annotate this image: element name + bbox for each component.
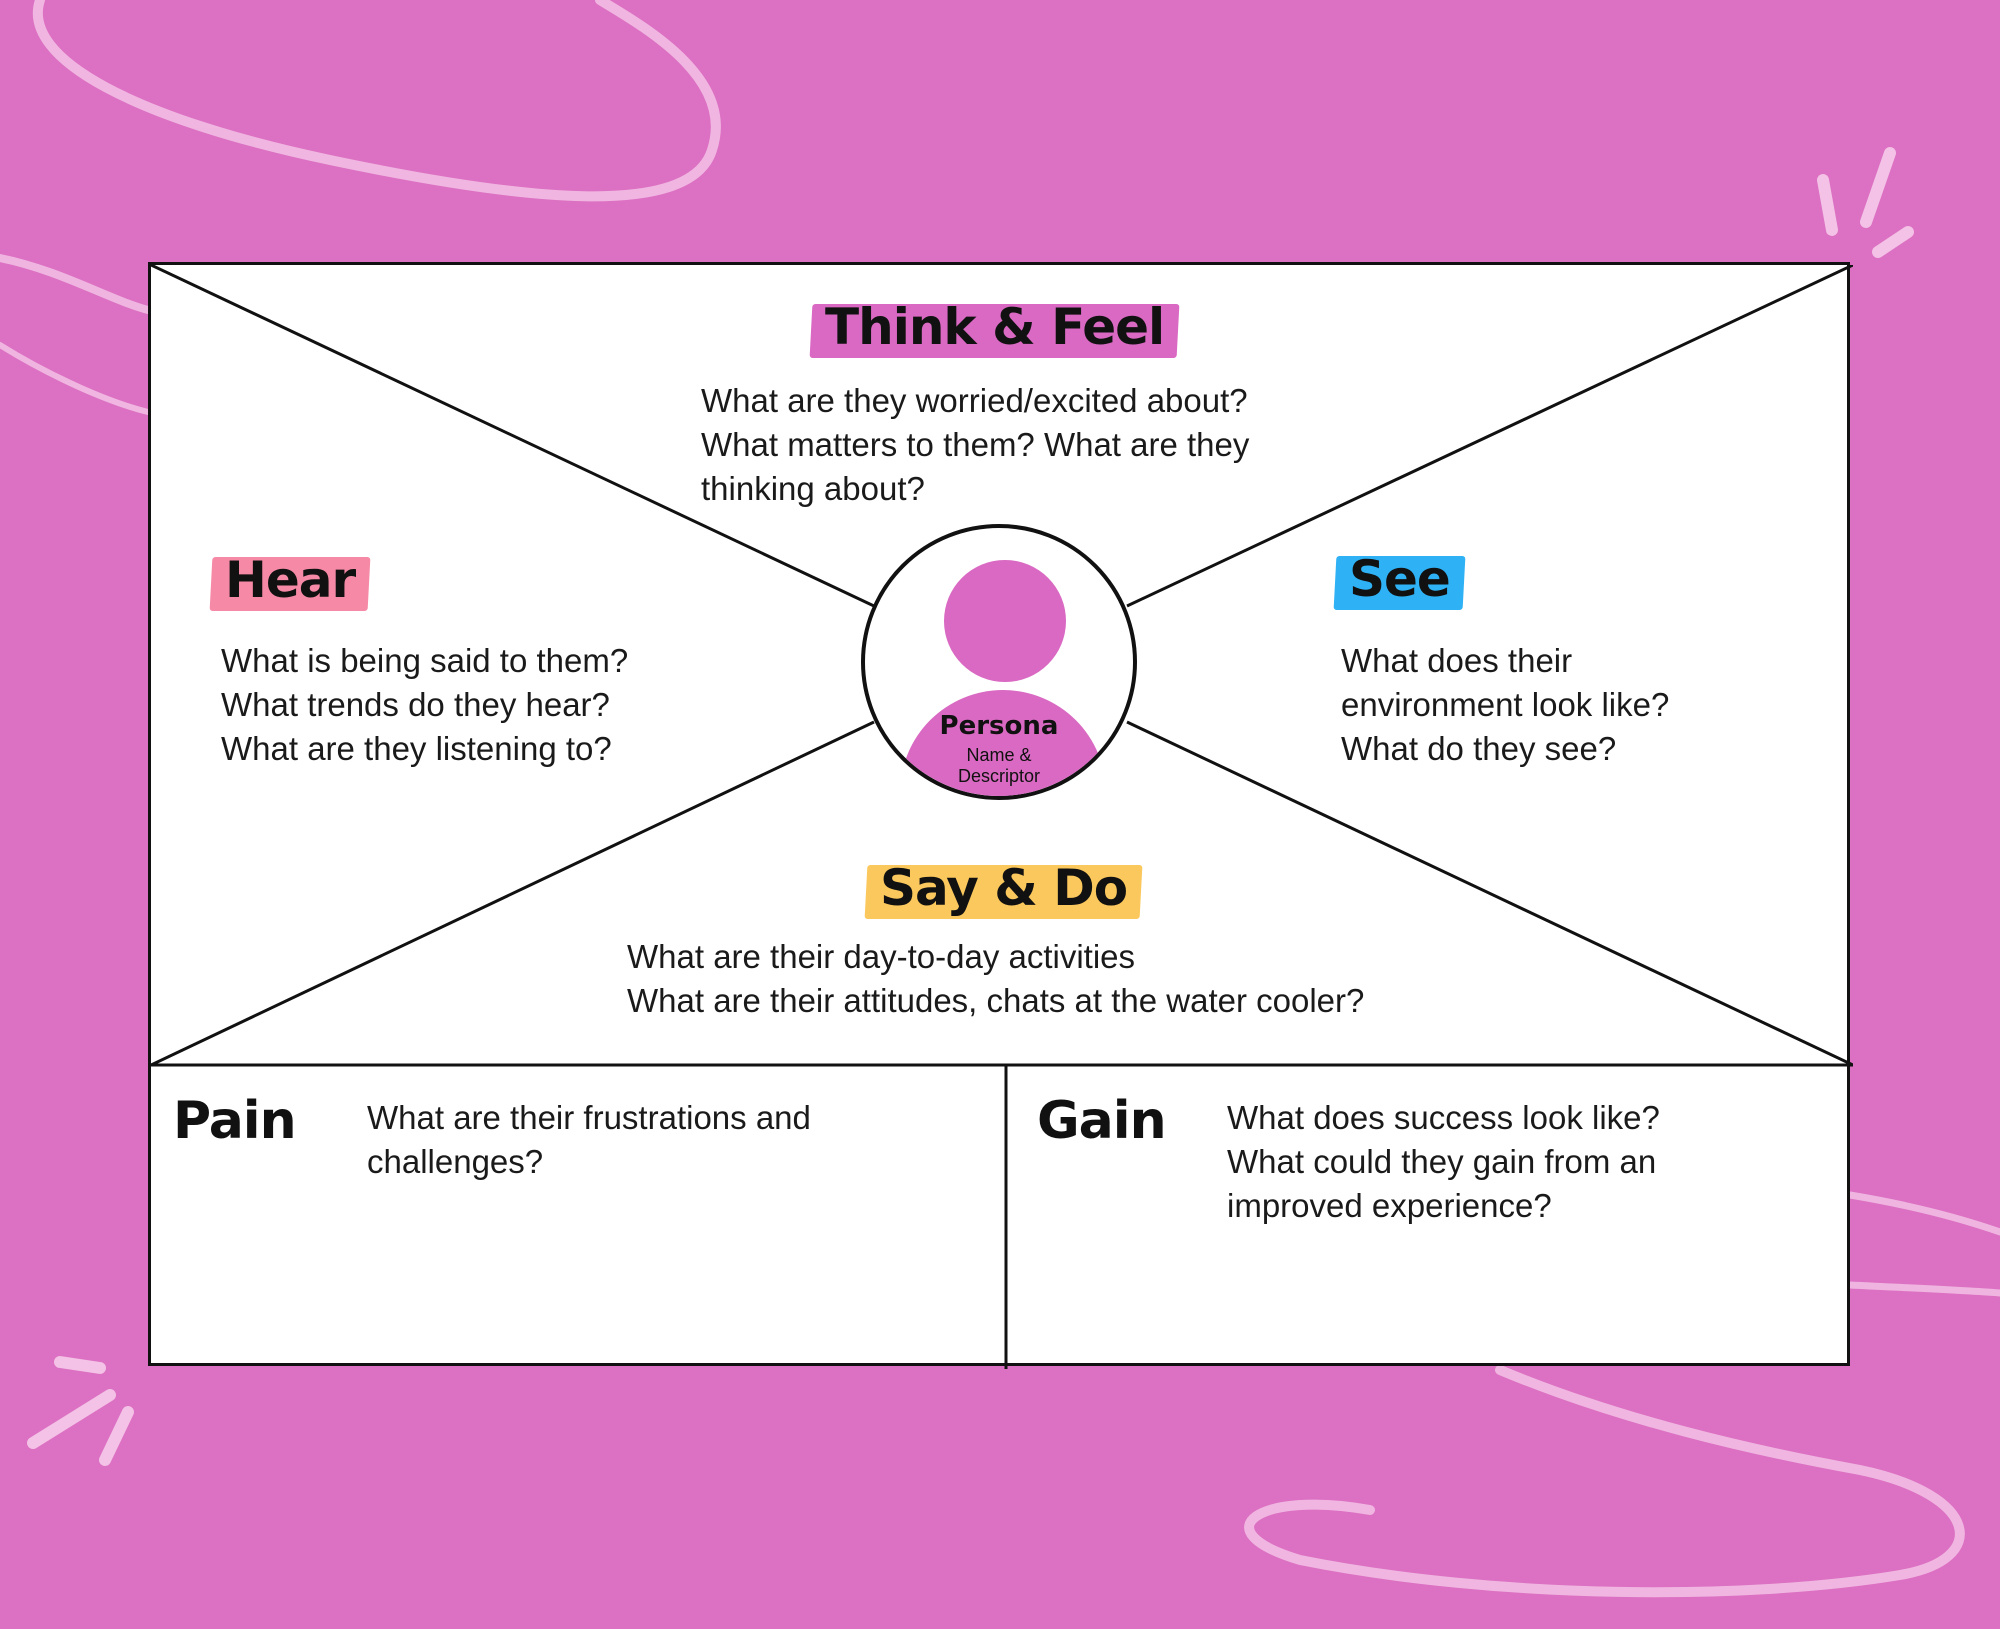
say-do-line: What are their attitudes, chats at the w… <box>627 982 1365 1019</box>
see-heading: See <box>1333 550 1466 612</box>
hear-line: What trends do they hear? <box>221 686 610 723</box>
gain-line: improved experience? <box>1227 1187 1552 1224</box>
scribble-bottom-right <box>1244 1365 1965 1598</box>
persona-head-icon <box>944 560 1066 682</box>
say-do-line: What are their day-to-day activities <box>627 938 1136 975</box>
scribble-loop-top-left <box>33 0 721 202</box>
hear-line: What is being said to them? <box>221 642 629 679</box>
gain-line: What does success look like? <box>1227 1099 1660 1136</box>
spark-top-right-1 <box>1817 174 1838 236</box>
pain-line: What are their frustrations and <box>367 1099 811 1136</box>
hear-heading: Hear <box>209 551 371 613</box>
see-title: See <box>1349 550 1451 608</box>
diagonal-top-left <box>151 265 875 608</box>
scribble-right-2 <box>1846 1281 2000 1297</box>
empathy-map-board: Think & Feel What are they worried/excit… <box>148 262 1853 1369</box>
say-do-questions: What are their day-to-day activities Wha… <box>627 935 1364 1023</box>
diagonal-top-right <box>1126 265 1853 608</box>
gain-title: Gain <box>1037 1091 1167 1151</box>
hear-line: What are they listening to? <box>221 730 612 767</box>
think-feel-line: What matters to them? What are they <box>701 426 1250 463</box>
gain-questions: What does success look like? What could … <box>1227 1096 1660 1228</box>
scribble-curve-left-2 <box>0 342 151 415</box>
see-questions: What does their environment look like? W… <box>1341 639 1669 771</box>
spark-bottom-left-1 <box>54 1356 106 1374</box>
spark-top-right-3 <box>1872 226 1914 258</box>
scribble-right-1 <box>1846 1191 2000 1236</box>
pain-line: challenges? <box>367 1143 544 1180</box>
see-line: What do they see? <box>1341 730 1617 767</box>
think-feel-title: Think & Feel <box>825 298 1165 356</box>
think-feel-line: What are they worried/excited about? <box>701 382 1248 419</box>
say-do-title: Say & Do <box>880 859 1128 917</box>
think-feel-questions: What are they worried/excited about? Wha… <box>701 379 1249 511</box>
hear-title: Hear <box>225 551 356 609</box>
spark-bottom-left-2 <box>27 1389 116 1449</box>
pain-questions: What are their frustrations and challeng… <box>367 1096 811 1184</box>
persona-name: Persona <box>939 711 1059 741</box>
diagonal-bottom-right <box>1126 720 1853 1067</box>
gain-line: What could they gain from an <box>1227 1143 1657 1180</box>
say-do-heading: Say & Do <box>864 859 1143 921</box>
think-feel-line: thinking about? <box>701 470 925 507</box>
pain-title: Pain <box>173 1091 297 1151</box>
spark-bottom-left-3 <box>99 1406 134 1466</box>
hear-questions: What is being said to them? What trends … <box>221 639 628 771</box>
scribble-curve-left <box>0 254 152 314</box>
board-diagonals <box>151 265 1853 1369</box>
diagonal-bottom-left <box>151 720 875 1067</box>
spark-top-right-2 <box>1860 147 1896 228</box>
see-line: What does their <box>1341 642 1573 679</box>
see-line: environment look like? <box>1341 686 1670 723</box>
persona-descriptor: Name & Descriptor <box>957 745 1041 786</box>
persona-avatar: Persona Name & Descriptor <box>861 524 1137 800</box>
think-feel-heading: Think & Feel <box>809 298 1180 360</box>
